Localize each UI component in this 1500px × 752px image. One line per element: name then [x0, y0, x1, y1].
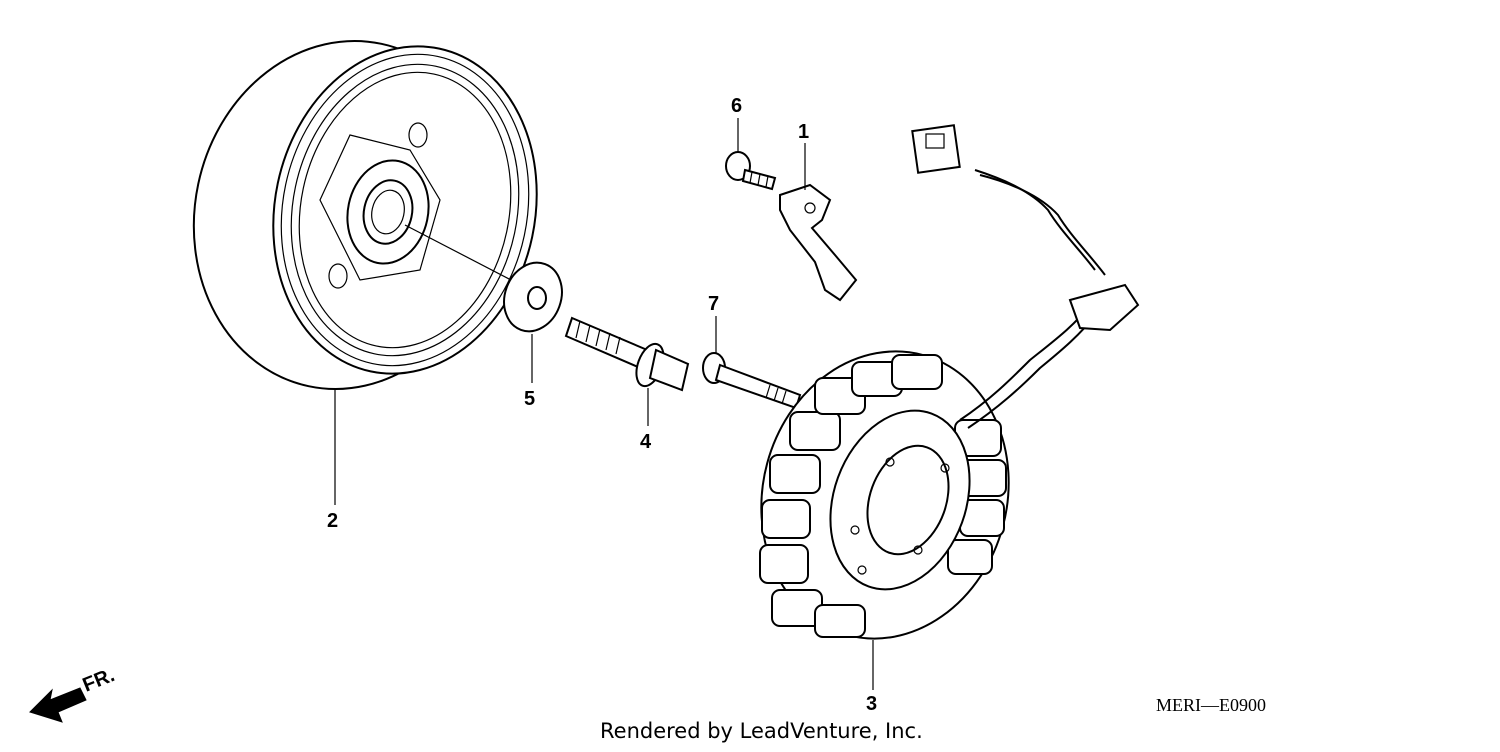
callout-6: 6	[731, 95, 742, 117]
callout-2: 2	[327, 510, 338, 532]
flange-bolt	[564, 316, 690, 392]
callout-leaders	[334, 118, 874, 690]
stator-coil-assembly	[759, 124, 1140, 640]
stator-bolt	[702, 352, 802, 410]
front-direction-arrow	[29, 687, 87, 723]
render-credit: Rendered by LeadVenture, Inc.	[600, 719, 923, 743]
flywheel-rotor	[192, 40, 541, 390]
washer	[503, 261, 563, 333]
front-direction-label: FR.	[80, 664, 118, 696]
callout-3: 3	[866, 693, 877, 715]
callout-1: 1	[798, 121, 809, 143]
callout-7: 7	[708, 293, 719, 315]
diagram-code: MERI—E0900	[1156, 695, 1266, 715]
callout-5: 5	[524, 388, 535, 410]
wire-clamp-bracket	[779, 183, 858, 302]
bracket-bolt	[725, 151, 777, 191]
callout-4: 4	[640, 431, 652, 453]
